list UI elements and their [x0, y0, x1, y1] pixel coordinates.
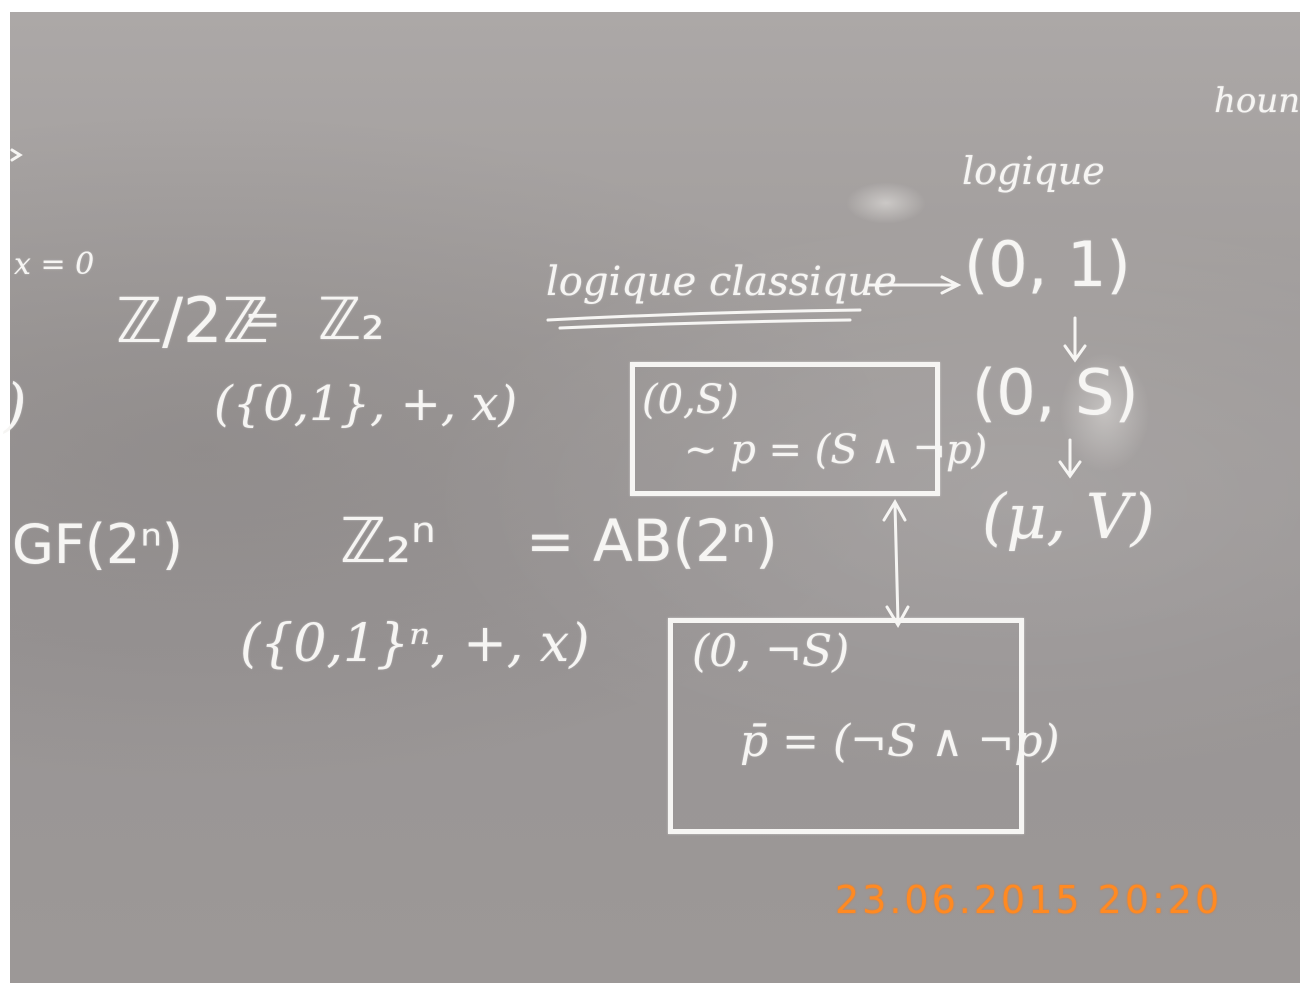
pair-0-1: (0, 1)	[964, 228, 1131, 301]
box2-line2: p̄ = (¬S ∧ ¬p)	[740, 716, 1060, 767]
box1-line2: ~ p = (S ∧ ¬p)	[684, 427, 988, 473]
ab-2n: = AB(2ⁿ)	[526, 507, 778, 575]
arrow-head	[1063, 344, 1087, 363]
word-hound: hound	[1214, 81, 1300, 121]
box2-line1: (0, ¬S)	[692, 626, 850, 677]
eraser-smudge	[846, 182, 926, 224]
z2n-set: ({0,1}ⁿ, +, x)	[240, 614, 590, 674]
arrow-head	[885, 605, 910, 628]
logique-label: logique	[962, 149, 1105, 193]
left-paren-fragment: )	[4, 371, 27, 439]
gf-2n: GF(2ⁿ)	[12, 513, 183, 576]
eraser-smudge	[1060, 352, 1150, 472]
pair-mu-v: (μ, V)	[982, 480, 1155, 553]
pair-0-s: (0, S)	[972, 356, 1139, 429]
logique-classique: logique classique	[546, 259, 897, 305]
arrow-head	[1058, 460, 1082, 479]
z-mod-2z: ℤ/2ℤ	[116, 284, 269, 357]
arrow-head	[882, 499, 907, 522]
double-arrow	[893, 503, 900, 624]
edge-mark	[10, 148, 23, 162]
blackboard-photo	[10, 12, 1300, 983]
camera-timestamp: 23.06.2015 20:20	[835, 878, 1223, 922]
box-negation-not-s	[668, 618, 1024, 834]
z2-n: ℤ₂ⁿ	[340, 504, 436, 577]
equals-sign: =	[244, 294, 281, 345]
z2-set: ({0,1}, +, x)	[214, 376, 518, 432]
underline	[546, 308, 862, 322]
z-2: ℤ₂	[318, 285, 385, 353]
arrow-head	[940, 275, 962, 295]
x-equals-zero: x = 0	[14, 247, 95, 282]
box-negation-s	[630, 362, 940, 496]
underline	[558, 318, 852, 330]
box1-line1: (0,S)	[642, 377, 739, 423]
